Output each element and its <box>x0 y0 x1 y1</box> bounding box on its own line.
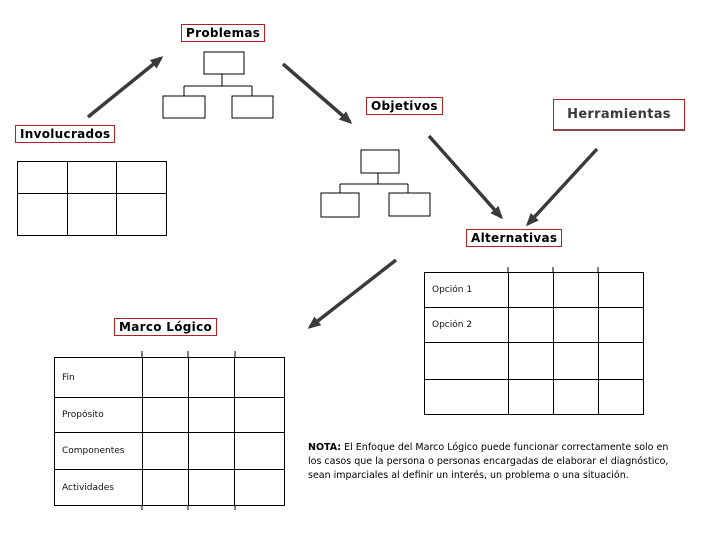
marco-row-label: Fin <box>55 358 143 398</box>
alternativas-cell <box>554 308 599 343</box>
alternativas-cell <box>554 380 599 414</box>
alternativas-cell <box>554 273 599 308</box>
marco-cell <box>143 398 189 433</box>
involucrados-table <box>17 161 167 236</box>
marco-cell <box>189 358 235 398</box>
involucrados-cell <box>117 162 166 194</box>
marco-row-label: Actividades <box>55 470 143 505</box>
alternativas-cell <box>599 273 643 308</box>
nota-line-3: sean imparciales al definir un interés, … <box>308 470 629 481</box>
marco-cell <box>143 358 189 398</box>
marco-cell <box>143 470 189 505</box>
marco-cell <box>143 433 189 470</box>
alternativas-label: Alternativas <box>466 229 563 247</box>
alternativas-cell <box>509 308 554 343</box>
arrow-involucrados-to-problemas <box>86 56 164 119</box>
marco-row-label: Propósito <box>55 398 143 433</box>
arrow-herramientas-to-alternativas <box>525 147 599 227</box>
nota-line-1: NOTA: El Enfoque del Marco Lógico puede … <box>308 441 668 455</box>
involucrados-label: Involucrados <box>15 125 116 143</box>
objetivos-label: Objetivos <box>366 97 443 115</box>
alternativas-table: Opción 1 Opción 2 <box>424 272 644 415</box>
alternativas-row-label: Opción 2 <box>425 308 509 343</box>
problemas-label: Problemas <box>181 24 266 42</box>
alternativas-cell <box>509 343 554 380</box>
involucrados-cell <box>18 194 68 235</box>
marco-row-label: Componentes <box>55 433 143 470</box>
involucrados-cell <box>117 194 166 235</box>
objetivos-tree-diagram <box>320 149 431 218</box>
alternativas-cell <box>509 380 554 414</box>
marco-cell <box>235 398 284 433</box>
alternativas-cell <box>509 273 554 308</box>
marco-cell <box>235 470 284 505</box>
marco-logico-table: Fin Propósito Componentes Actividades <box>54 357 285 506</box>
alternativas-row-label: Opción 1 <box>425 273 509 308</box>
marco-logico-label: Marco Lógico <box>114 318 218 336</box>
nota-prefix: NOTA: <box>308 442 342 453</box>
nota-line-2: los casos que la persona o personas enca… <box>308 456 669 467</box>
involucrados-cell <box>68 194 117 235</box>
alternativas-cell <box>599 380 643 414</box>
alternativas-row-label <box>425 343 509 380</box>
marco-cell <box>189 470 235 505</box>
arrow-problemas-to-objetivos <box>281 62 353 124</box>
arrow-objetivos-to-alternativas <box>427 134 503 220</box>
alternativas-cell <box>554 343 599 380</box>
marco-cell <box>235 358 284 398</box>
alternativas-row-label <box>425 380 509 414</box>
problemas-tree-diagram <box>162 51 274 119</box>
nota-paragraph: NOTA: El Enfoque del Marco Lógico puede … <box>308 441 668 483</box>
involucrados-cell <box>68 162 117 194</box>
marco-cell <box>189 398 235 433</box>
alternativas-cell <box>599 308 643 343</box>
nota-line-1-text: El Enfoque del Marco Lógico puede funcio… <box>341 442 669 453</box>
alternativas-cell <box>599 343 643 380</box>
marco-cell <box>189 433 235 470</box>
involucrados-cell <box>18 162 68 194</box>
arrow-alternativas-to-marco-logico <box>307 258 398 329</box>
marco-cell <box>235 433 284 470</box>
herramientas-label: Herramientas <box>553 99 685 131</box>
